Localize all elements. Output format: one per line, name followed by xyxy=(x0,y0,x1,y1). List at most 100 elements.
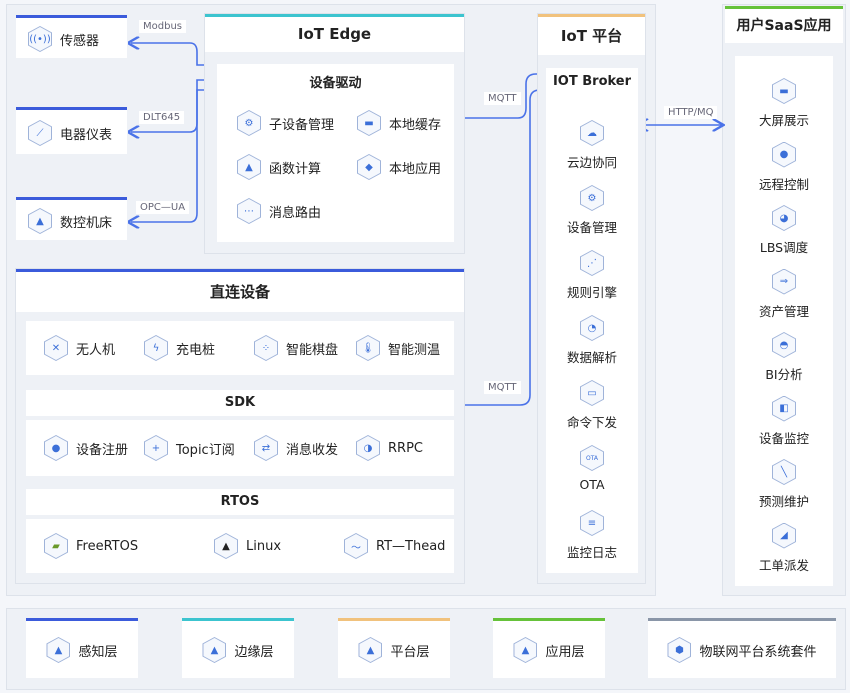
edge-item[interactable]: ▲ 函数计算 xyxy=(237,154,321,180)
edge-item-label: 子设备管理 xyxy=(269,117,335,133)
opcua-label: OPC—UA xyxy=(136,201,190,214)
saas-item[interactable]: ⇒资产管理 xyxy=(735,268,833,320)
remote-icon: ● xyxy=(772,141,796,168)
sdk-item[interactable]: ● 设备注册 xyxy=(44,435,128,461)
board-icon: ⁘ xyxy=(254,335,278,361)
rtos-item-label: RT—Thead xyxy=(376,538,446,554)
direct-device-label: 充电桩 xyxy=(176,342,216,358)
app-icon: ◆ xyxy=(357,154,381,180)
rtos-item[interactable]: 〜 RT—Thead xyxy=(344,533,445,559)
saas-item-label: 资产管理 xyxy=(758,303,809,319)
log-icon: ≡ xyxy=(580,510,604,536)
direct-device-row: ✕ 无人机 ϟ 充电桩 ⁘ 智能棋盘 🌡 智能测温 xyxy=(26,321,454,375)
iot-platform-box: IoT 平台 IOT Broker ☁云边协同 ⚙ 设备管理 ⋰规则引擎 ◔数据解析 ▭命… xyxy=(537,13,646,584)
direct-device[interactable]: ⁘ 智能棋盘 xyxy=(254,335,338,361)
edge-item[interactable]: ⚙ 子设备管理 xyxy=(237,110,334,136)
user-icon: ● xyxy=(44,435,68,461)
cube-icon: ⬢ xyxy=(667,637,692,663)
drone-icon: ✕ xyxy=(44,335,68,361)
iot-broker-title: IOT Broker xyxy=(552,74,632,89)
direct-device[interactable]: ϟ 充电桩 xyxy=(144,335,215,361)
freertos-icon: ▰ xyxy=(44,533,68,559)
sdk-item[interactable]: ⇄ 消息收发 xyxy=(254,435,338,461)
screen-icon: ▬ xyxy=(772,78,796,104)
saas-item[interactable]: ◧设备监控 xyxy=(735,395,833,447)
edge-item[interactable]: ◆ 本地应用 xyxy=(357,154,441,180)
iot-platform-title: IoT 平台 xyxy=(538,14,645,55)
saas-item[interactable]: ● 远程控制 xyxy=(735,141,833,193)
direct-device[interactable]: 🌡 智能测温 xyxy=(356,335,440,361)
legend-edge: ▲ 边缘层 xyxy=(182,618,294,678)
platform-item-label: 设备管理 xyxy=(566,220,617,235)
platform-item[interactable]: ≡ 监控日志 xyxy=(546,510,638,561)
rtos-item-label: Linux xyxy=(246,538,282,554)
route-icon: ⋯ xyxy=(237,198,261,224)
device-label: 数控机床 xyxy=(60,215,113,231)
storage-icon: ▬ xyxy=(357,110,381,136)
saas-item[interactable]: ◕LBS调度 xyxy=(735,205,833,256)
saas-item[interactable]: ▬大屏展示 xyxy=(735,78,833,129)
direct-device[interactable]: ✕ 无人机 xyxy=(44,335,115,361)
saas-item-label: 工单派发 xyxy=(758,557,809,573)
edge-item-label: 函数计算 xyxy=(269,161,322,177)
modbus-label: Modbus xyxy=(139,20,186,33)
edge-item[interactable]: ⋯ 消息路由 xyxy=(237,198,321,224)
saas-item[interactable]: ╲预测维护 xyxy=(735,459,833,510)
platform-item[interactable]: ☁云边协同 xyxy=(546,120,638,171)
thermometer-icon: 🌡 xyxy=(356,335,380,361)
layer-icon: ▲ xyxy=(513,637,538,663)
ticket-icon: ◢ xyxy=(772,522,796,549)
platform-item-label: 监控日志 xyxy=(566,545,617,560)
radio-icon: ((•)) xyxy=(28,26,52,52)
sdk-item[interactable]: ◑ RRPC xyxy=(356,435,423,461)
plus-icon: + xyxy=(144,435,168,461)
saas-box: 用户SaaS应用 ▬大屏展示 ● 远程控制 ◕LBS调度 ⇒资产管理 ◓ BI分析 ◧设备监控… xyxy=(725,6,843,594)
platform-item-label: 命令下发 xyxy=(566,415,617,430)
legend-suite: ⬢ 物联网平台系统套件 xyxy=(648,618,836,678)
device-label: 传感器 xyxy=(60,33,100,49)
legend-label: 边缘层 xyxy=(234,644,274,660)
mqtt-bottom-label: MQTT xyxy=(484,381,521,394)
platform-item-label: 数据解析 xyxy=(566,350,617,365)
saas-item-label: 远程控制 xyxy=(758,176,809,192)
dlt645-label: DLT645 xyxy=(139,111,185,124)
iot-edge-box: IoT Edge 设备驱动 ⚙ 子设备管理 ▬ 本地缓存 ▲ 函数计算 ◆ 本地… xyxy=(204,13,465,254)
direct-devices-box: 直连设备 ✕ 无人机 ϟ 充电桩 ⁘ 智能棋盘 🌡 智能测温 SDK ● 设备注… xyxy=(15,268,465,584)
direct-device-label: 智能棋盘 xyxy=(286,342,339,358)
device-driver-title: 设备驱动 xyxy=(309,76,362,91)
rtos-item[interactable]: ▰ FreeRTOS xyxy=(44,533,138,559)
gear-icon: ⚙ xyxy=(237,110,261,136)
layer-icon: ▲ xyxy=(358,637,383,663)
edge-item-label: 本地缓存 xyxy=(389,117,442,133)
saas-item-label: BI分析 xyxy=(765,367,803,382)
rtos-item[interactable]: ▲ Linux xyxy=(214,533,281,559)
sdk-item[interactable]: + Topic订阅 xyxy=(144,435,235,461)
device-meter[interactable]: ⟋ 电器仪表 xyxy=(16,107,127,154)
saas-item-label: LBS调度 xyxy=(759,240,809,255)
saas-title: 用户SaaS应用 xyxy=(725,6,843,43)
saas-item[interactable]: ◢ 工单派发 xyxy=(735,522,833,574)
linux-icon: ▲ xyxy=(214,533,238,559)
device-sensor[interactable]: ((•)) 传感器 xyxy=(16,15,127,58)
platform-item[interactable]: ◔数据解析 xyxy=(546,315,638,366)
gauge-icon: ⟋ xyxy=(28,120,52,146)
edge-item[interactable]: ▬ 本地缓存 xyxy=(357,110,441,136)
saas-item[interactable]: ◓ BI分析 xyxy=(735,332,833,383)
iot-edge-title: IoT Edge xyxy=(205,14,464,52)
sdk-item-label: 设备注册 xyxy=(76,442,129,458)
bi-icon: ◓ xyxy=(772,332,796,358)
sdk-row: ● 设备注册 + Topic订阅 ⇄ 消息收发 ◑ RRPC xyxy=(26,420,454,476)
saas-panel: ▬大屏展示 ● 远程控制 ◕LBS调度 ⇒资产管理 ◓ BI分析 ◧设备监控 ╲预测维护 ◢ 工单派… xyxy=(735,56,833,586)
legend-label: 平台层 xyxy=(390,644,430,660)
platform-item-label: OTA xyxy=(579,477,605,492)
device-cnc[interactable]: ▲ 数控机床 xyxy=(16,197,127,240)
gear-icon: ⚙ xyxy=(580,185,604,211)
platform-item[interactable]: ⋰规则引擎 xyxy=(546,250,638,301)
device-driver-panel: 设备驱动 ⚙ 子设备管理 ▬ 本地缓存 ▲ 函数计算 ◆ 本地应用 ⋯ 消息路由 xyxy=(217,64,454,242)
direct-device-label: 无人机 xyxy=(76,342,116,358)
platform-item[interactable]: ▭命令下发 xyxy=(546,380,638,431)
legend-perception: ▲ 感知层 xyxy=(26,618,138,678)
platform-item[interactable]: ⚙ 设备管理 xyxy=(546,185,638,236)
